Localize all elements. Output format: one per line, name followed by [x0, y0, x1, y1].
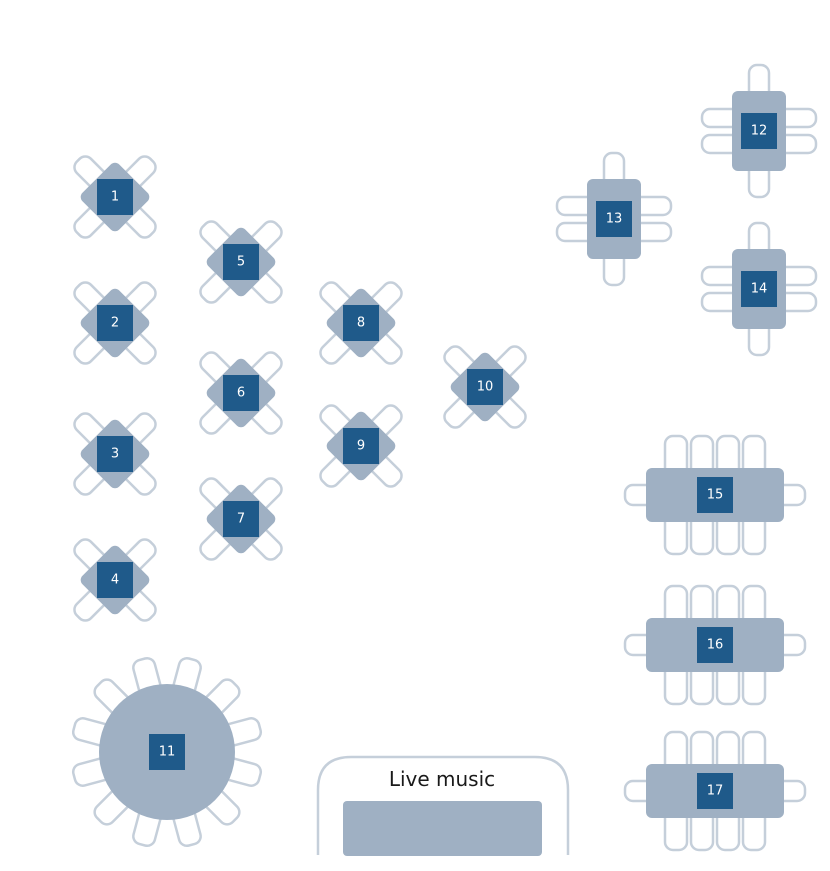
table-number-badge [741, 271, 777, 307]
stage-platform [343, 801, 542, 856]
stage-label: Live music [389, 767, 495, 791]
live-music-stage[interactable]: Live music [316, 755, 570, 856]
table-9[interactable]: 9 [324, 409, 398, 483]
table-number-badge [741, 113, 777, 149]
table-11[interactable]: 11 [99, 684, 235, 820]
table-17-chairs [623, 730, 807, 852]
table-number-badge [697, 627, 733, 663]
table-3[interactable]: 3 [78, 417, 152, 491]
table-number-badge [223, 375, 259, 411]
table-1[interactable]: 1 [78, 160, 152, 234]
table-number-badge [97, 562, 133, 598]
table-15[interactable]: 15 [646, 468, 784, 522]
table-number-badge [467, 369, 503, 405]
table-number-badge [697, 773, 733, 809]
table-number-badge [149, 734, 185, 770]
table-6[interactable]: 6 [204, 356, 278, 430]
table-16[interactable]: 16 [646, 618, 784, 672]
table-10[interactable]: 10 [448, 350, 522, 424]
table-number-badge [343, 305, 379, 341]
table-number-badge [97, 436, 133, 472]
table-number-badge [697, 477, 733, 513]
table-number-badge [596, 201, 632, 237]
table-number-badge [97, 179, 133, 215]
table-17[interactable]: 17 [646, 764, 784, 818]
table-13[interactable]: 13 [587, 179, 641, 259]
table-14[interactable]: 14 [732, 249, 786, 329]
table-number-badge [343, 428, 379, 464]
table-15-chairs [623, 434, 807, 556]
table-number-badge [223, 501, 259, 537]
table-number-badge [223, 244, 259, 280]
table-number-badge [97, 305, 133, 341]
table-12[interactable]: 12 [732, 91, 786, 171]
